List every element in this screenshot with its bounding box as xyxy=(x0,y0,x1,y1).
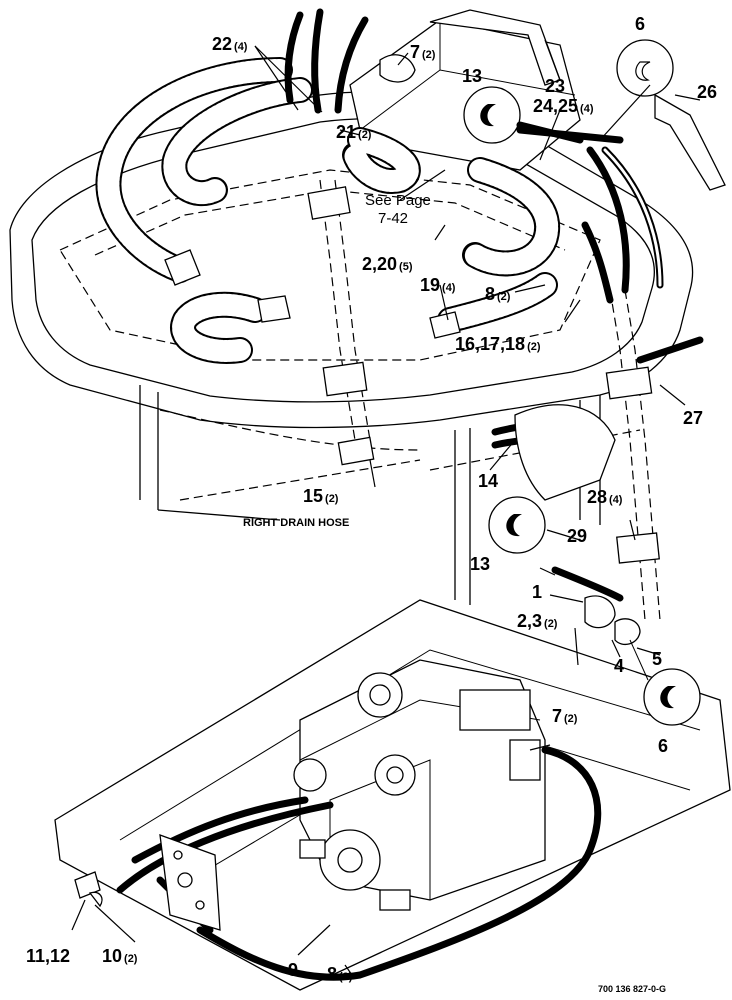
corrugated-ducts xyxy=(95,57,561,364)
callout-19: 19(4) xyxy=(420,275,456,295)
detail-circle-6a xyxy=(616,39,674,97)
callout-13-top: 13 xyxy=(462,66,482,86)
callout-2-20: 2,20(5) xyxy=(362,254,413,274)
hose-clamps xyxy=(307,186,660,564)
figure-id: 700 136 827-0-G xyxy=(598,984,666,994)
callout-26: 26 xyxy=(697,82,717,102)
callout-7-top: 7(2) xyxy=(410,42,436,62)
callout-9: 9 xyxy=(288,960,298,980)
right-drain-hose-label: RIGHT DRAIN HOSE xyxy=(243,517,349,529)
callout-6-bottom: 6 xyxy=(658,736,668,756)
hose-routes xyxy=(159,179,661,621)
callout-7-bottom: 7(2) xyxy=(552,706,578,726)
callout-6-top: 6 xyxy=(635,14,645,34)
leader-lines xyxy=(71,39,701,976)
callout-21: 21(2) xyxy=(336,122,372,142)
callout-16-17-18: 16,17,18(2) xyxy=(455,334,541,354)
callout-14: 14 xyxy=(478,471,498,491)
bulkhead-fittings xyxy=(74,834,221,931)
water-valve-assembly xyxy=(551,566,649,681)
callout-15: 15(2) xyxy=(303,486,339,506)
detail-circle-13a xyxy=(463,86,584,144)
callout-4: 4 xyxy=(614,656,624,676)
callout-29: 29 xyxy=(567,526,587,546)
callout-1: 1 xyxy=(532,582,542,602)
callout-24-25: 24,25(4) xyxy=(533,96,594,116)
callout-labels: 22(4) 7(2) 23 6 13 24,25(4) 26 21(2) 2,2… xyxy=(26,14,717,994)
callout-22: 22(4) xyxy=(212,34,248,54)
see-page-note-line1: See Page xyxy=(365,192,431,209)
bracket-26 xyxy=(654,93,726,191)
callout-8-top: 8(2) xyxy=(485,284,511,304)
callout-11-12: 11,12 xyxy=(26,946,70,966)
callout-10: 10(2) xyxy=(102,946,138,966)
see-page-note-line2: 7-42 xyxy=(378,210,408,227)
callout-5: 5 xyxy=(652,649,662,669)
callout-27: 27 xyxy=(683,408,703,428)
engine-area xyxy=(54,599,731,991)
detail-circle-6b xyxy=(643,668,701,726)
callout-28: 28(4) xyxy=(587,487,623,507)
callout-2-3: 2,3(2) xyxy=(517,611,558,631)
callout-8-bottom: 8(2) xyxy=(327,964,353,984)
callout-13-bottom: 13 xyxy=(470,554,490,574)
callout-23: 23 xyxy=(545,76,565,96)
panel-14 xyxy=(514,404,616,501)
detail-circle-13b xyxy=(488,496,546,554)
